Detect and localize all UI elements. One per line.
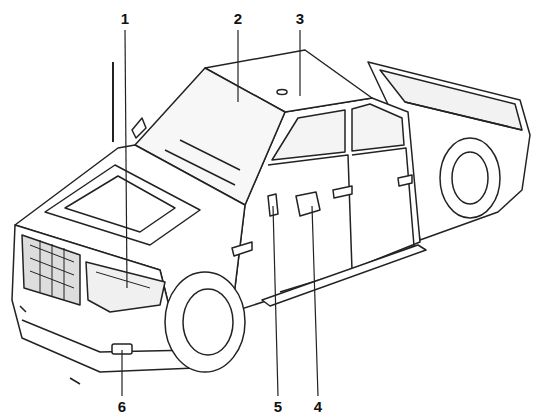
grille-mesh xyxy=(30,240,74,300)
rear-window xyxy=(352,104,404,151)
front-wheel xyxy=(165,272,245,372)
side-mirror xyxy=(132,118,146,138)
callout-number: 1 xyxy=(119,10,131,27)
door-handle xyxy=(398,175,412,186)
callout-number: 5 xyxy=(272,398,284,415)
callout-number: 4 xyxy=(312,398,324,415)
leader-line xyxy=(273,206,278,396)
leader-line xyxy=(299,30,300,96)
headlight-detail xyxy=(96,272,150,288)
leader-line xyxy=(121,350,122,396)
rear-rim xyxy=(452,152,488,204)
bed-rail xyxy=(405,102,522,130)
leader-line xyxy=(237,30,238,102)
tow-hook xyxy=(20,306,80,384)
leader-line xyxy=(125,30,127,288)
truck-body xyxy=(12,50,530,384)
side-marker xyxy=(232,242,252,256)
hood-bulge-inner xyxy=(65,176,175,232)
grille xyxy=(22,235,80,305)
side-mirror xyxy=(296,192,320,216)
front-rim xyxy=(183,289,233,355)
running-board xyxy=(262,245,426,306)
rear-wheel xyxy=(440,138,500,218)
callout-number: 3 xyxy=(294,10,306,27)
leader-line xyxy=(312,206,318,396)
front-door xyxy=(268,155,352,292)
leader-lines xyxy=(122,30,318,396)
hood-bulge xyxy=(45,165,200,245)
headlight xyxy=(86,262,165,312)
antenna xyxy=(112,62,114,142)
callout-number: 6 xyxy=(116,398,128,415)
door-handle xyxy=(333,186,352,198)
roof-lamp xyxy=(277,90,287,95)
callout-number: 2 xyxy=(232,10,244,27)
